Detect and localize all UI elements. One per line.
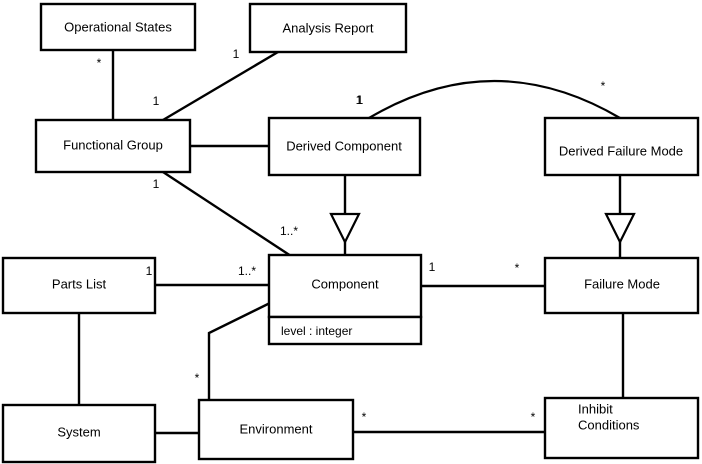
class-name-functional-group: Functional Group [63,137,163,152]
class-name-inhibit-conditions-line2: Conditions [578,417,640,432]
class-attribute-component-level: level : integer [281,324,352,338]
class-box-system [1,403,157,464]
class-name-system: System [57,424,100,439]
multiplicity-component-from-parts-list: 1..* [238,264,256,278]
class-environment[interactable]: Environment [197,398,355,461]
multiplicity-failure-mode-star: * [515,261,520,275]
class-name-inhibit-conditions-line1: Inhibit [578,401,613,416]
class-box-environment [197,398,355,461]
class-name-operational-states: Operational States [64,19,172,34]
multiplicity-derived-curve-star: * [601,79,606,93]
multiplicity-derived-component-one: 1 [356,93,363,107]
class-name-derived-failure-mode: Derived Failure Mode [559,143,683,158]
class-parts-list[interactable]: Parts List [1,256,157,315]
class-system[interactable]: System [1,403,157,464]
class-failure-mode[interactable]: Failure Mode [543,256,700,315]
association-functional-group-component [162,170,292,258]
multiplicity-operational-states-star: * [97,56,102,70]
multiplicity-labels-layer: * 1 1 1 1 * 1 1..* 1 1..* 1 * * * * [97,47,606,424]
association-derived-component-derived-failure-mode [368,80,621,119]
class-inhibit-conditions[interactable]: Inhibit Conditions [543,396,700,460]
association-functional-group-analysis-report [162,50,279,122]
association-environment-component [207,301,271,400]
class-box-functional-group [34,118,192,174]
multiplicity-environment-inhibit-right-star: * [531,410,536,424]
multiplicity-derived-curve-one: 1 [357,93,364,107]
class-box-inhibit-conditions [543,396,700,460]
multiplicity-environment-component-star: * [195,371,200,385]
class-analysis-report[interactable]: Analysis Report [248,2,408,54]
class-name-analysis-report: Analysis Report [282,20,373,35]
associations-layer [77,50,625,435]
class-attributes-compartment-component [267,315,423,346]
class-box-derived-failure-mode [543,116,700,177]
class-name-derived-component: Derived Component [286,138,402,153]
multiplicity-component-failure-one: 1 [429,260,436,274]
class-name-failure-mode: Failure Mode [584,276,660,291]
class-box-failure-mode [543,256,700,315]
class-box-parts-list [1,256,157,315]
class-name-environment: Environment [240,421,313,436]
multiplicity-parts-list-one: 1 [146,264,153,278]
generalization-arrowhead-component [329,212,361,245]
class-component[interactable]: Component level : integer [267,253,423,346]
class-box-derived-component [267,116,422,177]
class-operational-states[interactable]: Operational States [39,2,197,52]
class-box-operational-states [39,2,197,52]
class-derived-failure-mode[interactable]: Derived Failure Mode [543,116,700,177]
class-derived-component[interactable]: Derived Component [267,116,422,177]
generalization-arrowhead-failure-mode [604,212,636,245]
multiplicity-environment-inhibit-left-star: * [362,410,367,424]
multiplicity-functional-group-analysis-one: 1 [153,94,160,108]
class-name-parts-list: Parts List [52,276,107,291]
class-functional-group[interactable]: Functional Group [34,118,192,174]
generalization-arrowheads-layer [329,212,636,245]
multiplicity-functional-group-component-one: 1 [153,177,160,191]
multiplicity-component-from-fg: 1..* [280,224,298,238]
class-box-component [267,253,423,319]
class-name-component: Component [311,276,379,291]
class-box-analysis-report [248,2,408,54]
multiplicity-analysis-report-one: 1 [233,47,240,61]
